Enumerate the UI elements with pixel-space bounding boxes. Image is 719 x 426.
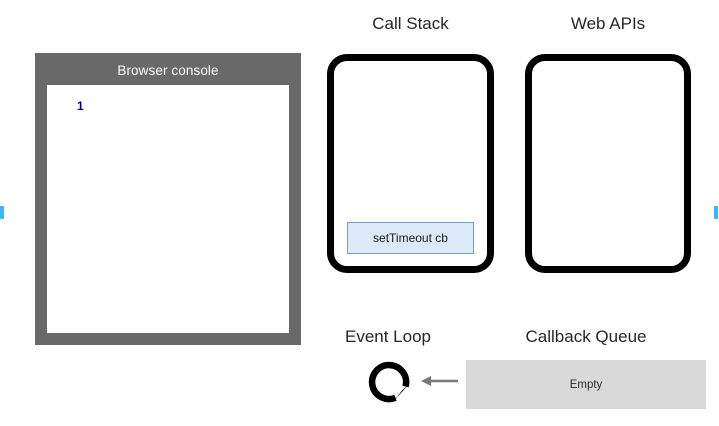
- callback-queue-container: Empty: [466, 360, 706, 409]
- call-stack-heading: Call Stack: [372, 14, 449, 33]
- callback-queue-heading: Callback Queue: [525, 327, 647, 346]
- circular-rotation-arrow-icon: [368, 361, 410, 403]
- web-apis-container: [525, 54, 691, 273]
- web-apis-heading: Web APIs: [570, 14, 646, 33]
- browser-console-output[interactable]: 1: [47, 85, 289, 333]
- scroll-indicator-left-icon[interactable]: [0, 206, 4, 219]
- call-stack-frame-settimeout-cb[interactable]: setTimeout cb: [347, 222, 474, 254]
- left-arrow-icon: [421, 376, 458, 386]
- call-stack-container: setTimeout cb: [327, 54, 494, 273]
- scroll-indicator-right-icon[interactable]: [714, 206, 718, 219]
- browser-console-panel: Browser console 1: [35, 53, 301, 345]
- callback-queue-status: Empty: [569, 378, 603, 391]
- console-log-line: 1: [77, 99, 84, 113]
- event-loop-heading: Event Loop: [344, 327, 431, 346]
- browser-console-title: Browser console: [117, 63, 219, 78]
